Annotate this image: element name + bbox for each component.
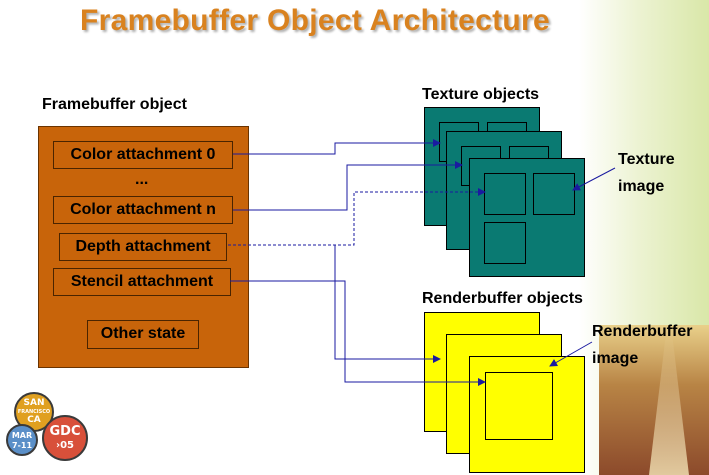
color-attachment-0-connector [233, 139, 441, 155]
logo-city: SAN [23, 398, 45, 408]
stencil-attachment: Stencil attachment [53, 268, 231, 296]
logo-event: GDC [49, 424, 81, 439]
logo-dates: 7-11 [11, 441, 33, 450]
renderbuffer-image [485, 372, 553, 440]
texture-image-tile [484, 173, 526, 215]
texture-objects-label: Texture objects [422, 86, 540, 103]
logo-city-2: FRANCISCO [17, 409, 51, 415]
page-title: Framebuffer Object Architecture [80, 4, 550, 37]
road-photo [599, 325, 709, 475]
texture-image-tile [484, 222, 526, 264]
date-badge: MAR 7-11 [6, 424, 38, 456]
gdc-badge: GDC ›05 [42, 415, 88, 461]
renderbuffer-image-label-line2: image [592, 350, 639, 367]
renderbuffer-image-label-line1: Renderbuffer [592, 323, 693, 340]
depth-attachment-connector [228, 188, 486, 246]
framebuffer-object-label: Framebuffer object [42, 96, 187, 113]
logo-year: ›05 [55, 440, 75, 451]
other-state: Other state [87, 320, 199, 349]
framebuffer-object-box: Color attachment 0 ... Color attachment … [38, 126, 249, 368]
attachment-ellipsis: ... [135, 171, 149, 188]
texture-object-3 [469, 158, 585, 277]
depth-attachment: Depth attachment [59, 233, 227, 261]
logo-month: MAR [11, 431, 33, 440]
texture-image-label-line2: image [618, 178, 665, 195]
color-attachment-n: Color attachment n [53, 196, 233, 224]
texture-image-label-line1: Texture [618, 151, 675, 168]
renderbuffer-object-3 [469, 356, 585, 473]
color-attachment-0: Color attachment 0 [53, 141, 233, 169]
renderbuffer-objects-label: Renderbuffer objects [422, 290, 583, 307]
texture-image-tile [533, 173, 575, 215]
texture-image-pointer [572, 167, 616, 191]
depth-to-renderbuffer-connector [334, 245, 441, 363]
renderbuffer-image-pointer [549, 341, 593, 367]
logo-state: CA [27, 415, 41, 425]
color-attachment-n-connector [233, 161, 463, 211]
stencil-attachment-connector [230, 280, 486, 386]
gdc-logo: SAN FRANCISCO CA MAR 7-11 GDC ›05 [4, 380, 94, 475]
